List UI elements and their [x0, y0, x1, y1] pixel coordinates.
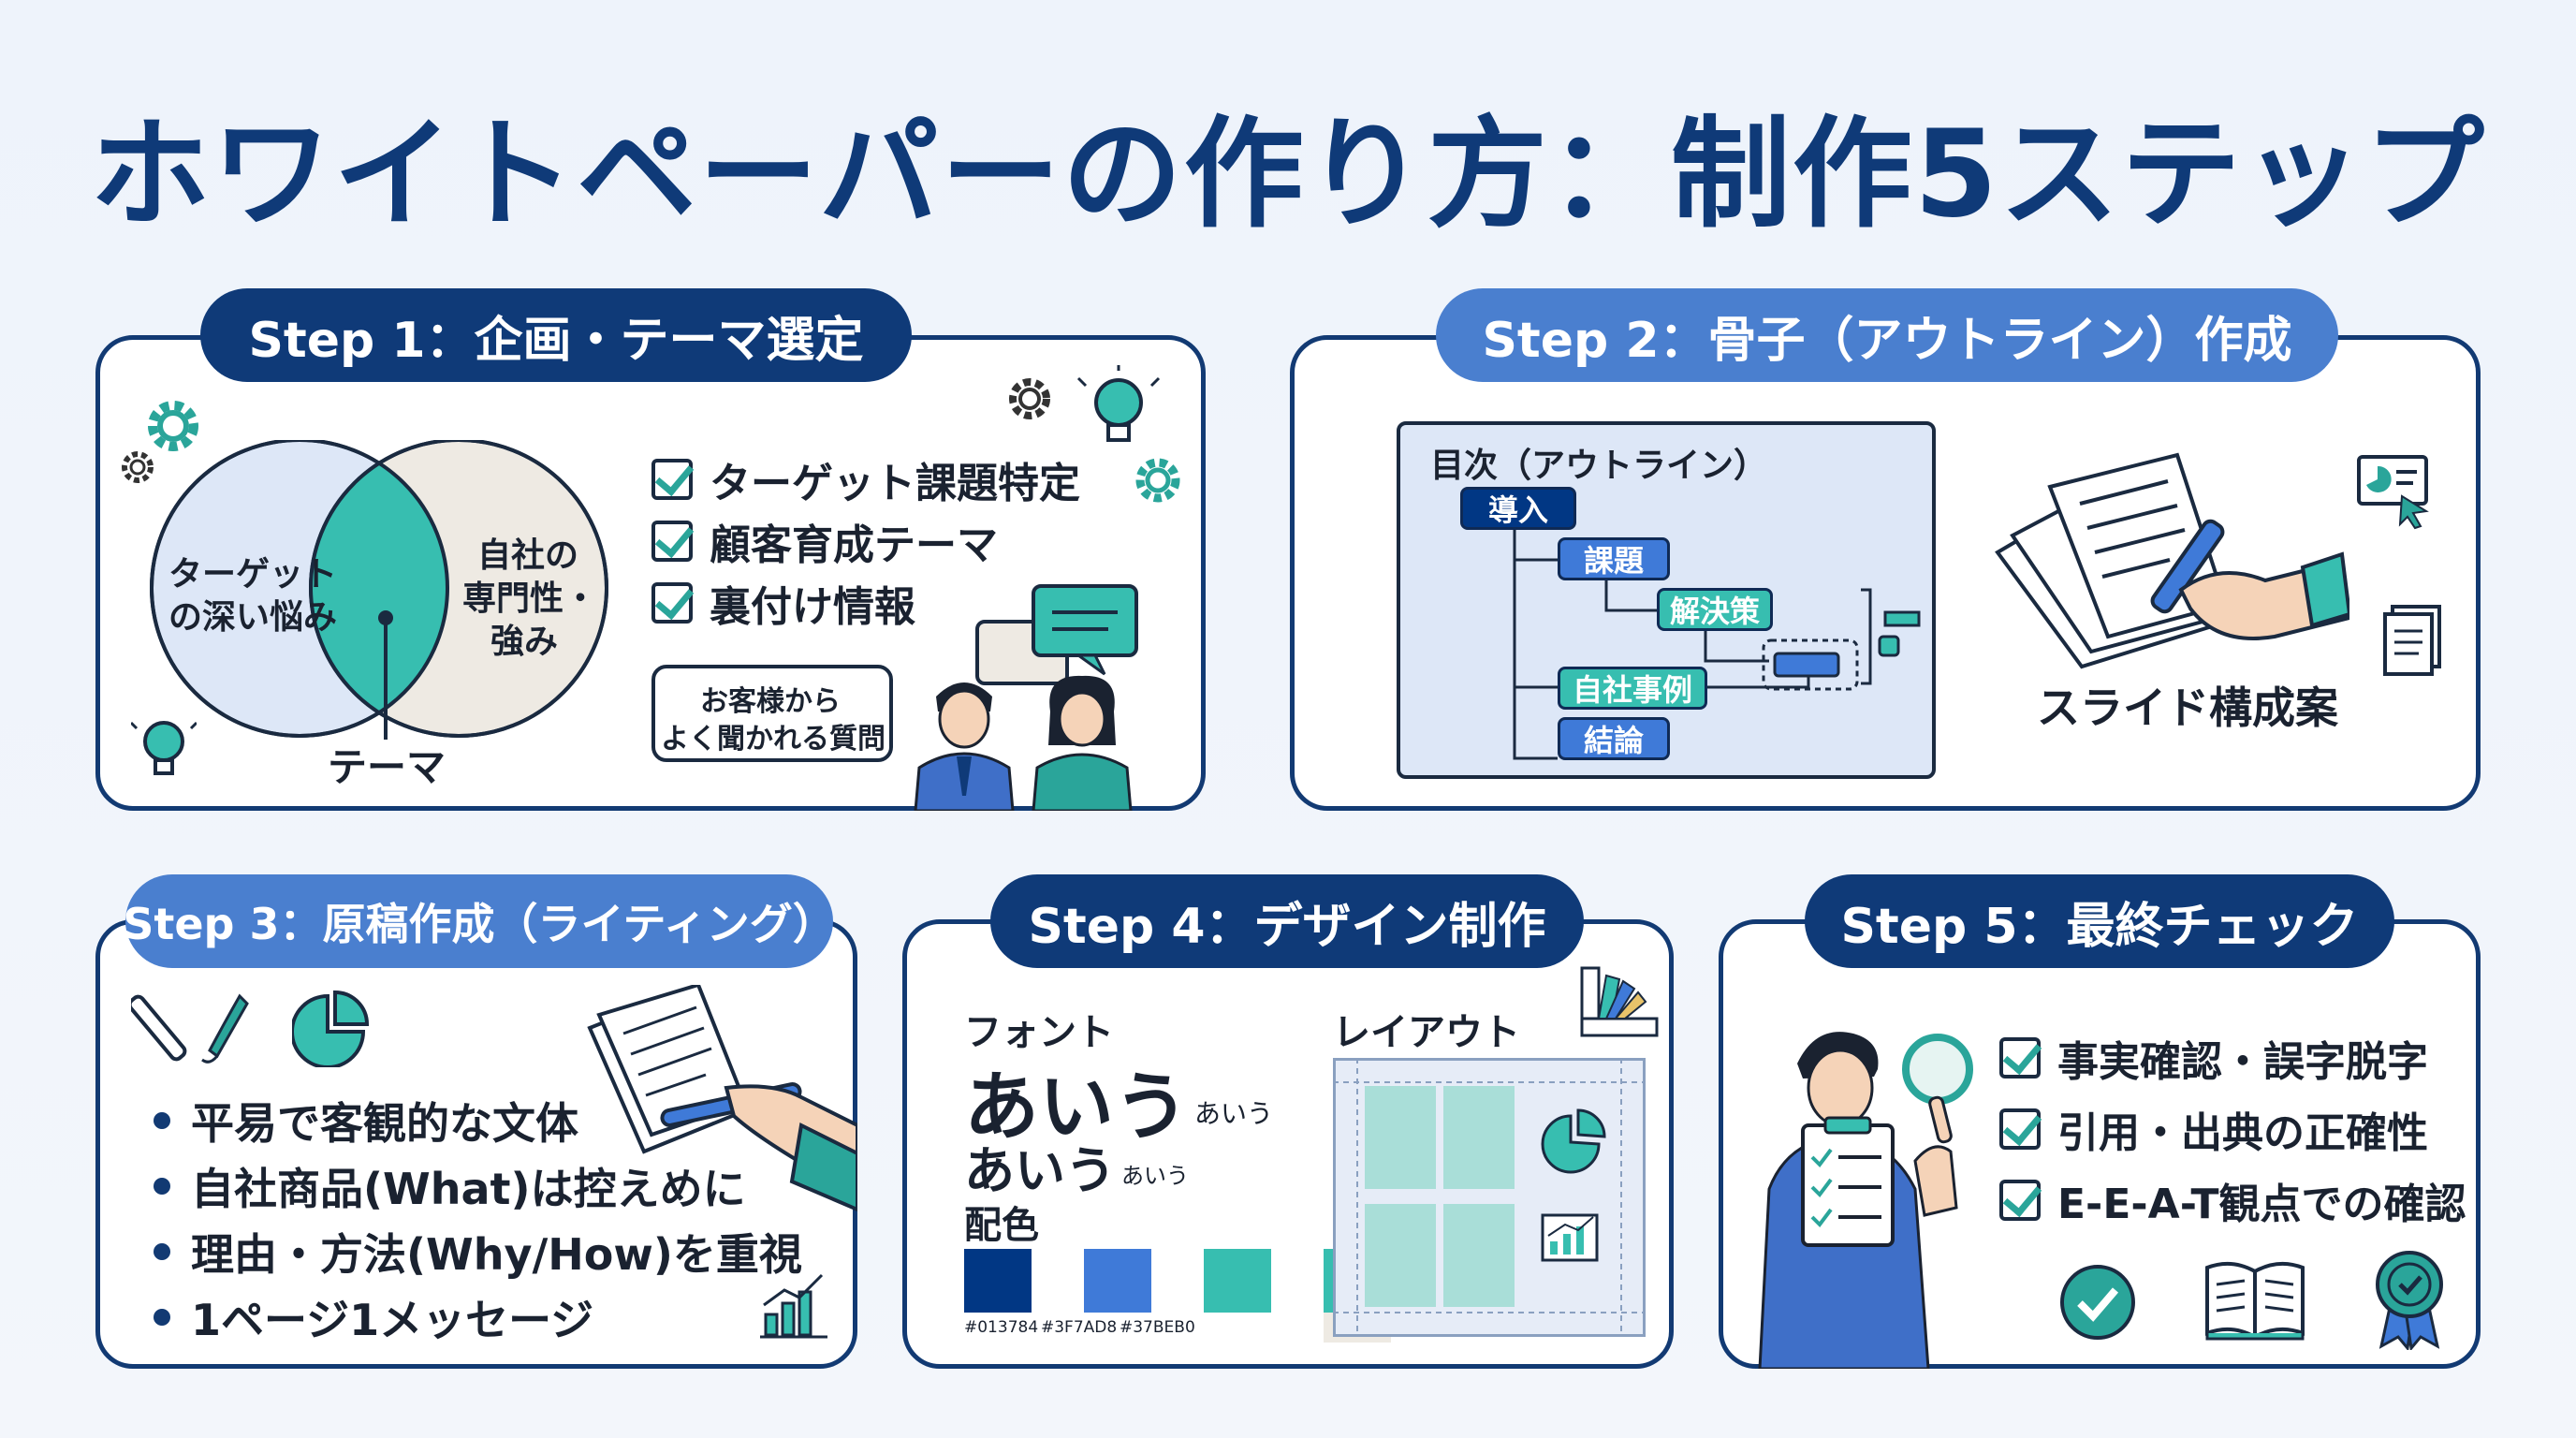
bullet-dot [154, 1112, 170, 1129]
bullet-dot [154, 1243, 170, 1260]
venn-left-line1: ターゲット [168, 555, 338, 594]
inspector-person-icon [1758, 1032, 1973, 1369]
chat-bubble-icon [975, 584, 1138, 685]
documents-pen-icon [1995, 452, 2349, 669]
bar-chart-icon [760, 1273, 827, 1339]
font-sample-medium-small: あいう [1121, 1163, 1189, 1189]
question-bubble [651, 665, 893, 762]
gear-icon [122, 451, 154, 483]
step3-panel [95, 919, 857, 1369]
step3-bullet-2: 自社商品(What)は控えめに [154, 1155, 746, 1217]
venn-left-line2: の深い悩み [168, 598, 338, 637]
slides-label: スライド構成案 [2037, 682, 2338, 733]
connector-icon [1878, 610, 1921, 657]
lightbulb-icon [131, 721, 197, 775]
businesswoman-icon [1032, 675, 1133, 811]
step3-bullet-4: 1ページ1メッセージ [154, 1286, 593, 1348]
swatch-label-teal: #37BEB0 [1120, 1318, 1195, 1337]
pen-icon [131, 993, 249, 1064]
outline-node-issue: 課題 [1558, 537, 1670, 580]
swatch-blue [1084, 1249, 1151, 1313]
gear-icon [148, 401, 198, 451]
step5-check-2: 引用・出典の正確性 [1999, 1099, 2428, 1159]
step3-bullet-1: 平易で客観的な文体 [154, 1090, 578, 1152]
bullet-dot [154, 1178, 170, 1195]
businessman-icon [914, 682, 1015, 811]
checkbox-icon [1999, 1108, 2041, 1150]
outline-node-intro: 導入 [1460, 487, 1576, 530]
writing-hand-icon [587, 985, 857, 1212]
step4-label: Step 4：デザイン制作 [990, 874, 1584, 968]
outline-node-casestudy: 自社事例 [1558, 667, 1707, 710]
step3-bullet-3: 理由・方法(Why/How)を重視 [154, 1221, 802, 1283]
award-badge-icon [2376, 1251, 2443, 1350]
venn-right-line2: 専門性・ [462, 580, 598, 618]
gear-icon [1009, 378, 1050, 419]
step5-check-3: E-E-A-T観点での確認 [1999, 1170, 2466, 1230]
step1-check-3: 裏付け情報 [651, 573, 915, 633]
open-book-icon [2205, 1261, 2305, 1341]
swatch-teal [1204, 1249, 1271, 1313]
step1-label: Step 1：企画・テーマ選定 [200, 288, 912, 382]
font-sample-medium: あいう [964, 1141, 1116, 1200]
checkbox-icon [651, 459, 693, 500]
font-sample-large: あいう [964, 1064, 1189, 1151]
swatch-label-blue: #3F7AD8 [1041, 1318, 1118, 1337]
swatch-navy [964, 1249, 1032, 1313]
step1-check-2: 顧客育成テーマ [651, 511, 998, 571]
venn-right-line3: 強み [490, 623, 559, 661]
presentation-icon [2357, 455, 2429, 530]
venn-center-label: テーマ [328, 744, 446, 790]
bubble-line1: お客様から [700, 685, 841, 718]
step3-label: Step 3：原稿作成（ライティング） [123, 874, 836, 968]
layout-label: レイアウト [1333, 1011, 1520, 1054]
checkbox-icon [1999, 1180, 2041, 1221]
document-icon [2383, 605, 2441, 676]
step2-label: Step 2：骨子（アウトライン）作成 [1436, 288, 2338, 382]
bubble-line2: よく聞かれる質問 [661, 723, 886, 756]
step1-check-1: ターゲット課題特定 [651, 449, 1080, 509]
step5-label: Step 5：最終チェック [1805, 874, 2394, 968]
outline-node-solution: 解決策 [1657, 588, 1773, 631]
check-circle-icon [2060, 1265, 2135, 1340]
color-label: 配色 [964, 1204, 1039, 1247]
checkbox-icon [651, 582, 693, 624]
outline-tree-lines [1513, 528, 1872, 760]
swatch-label-navy: #013784 [964, 1318, 1039, 1337]
outline-node-conclusion: 結論 [1558, 717, 1670, 760]
checkbox-icon [1999, 1037, 2041, 1078]
bullet-dot [154, 1309, 170, 1326]
page-title: ホワイトペーパーの作り方：制作5ステップ [90, 105, 2486, 244]
checkbox-icon [651, 521, 693, 562]
font-sample-large-small: あいう [1194, 1098, 1274, 1129]
venn-diagram [150, 440, 608, 740]
lightbulb-icon [1076, 365, 1161, 442]
pie-chart-icon [292, 990, 370, 1067]
gear-icon [1135, 458, 1180, 503]
outline-title: 目次（アウトライン） [1430, 447, 1768, 485]
color-palette-ruler-icon [1580, 966, 1659, 1037]
step5-check-1: 事実確認・誤字脱字 [1999, 1028, 2428, 1088]
venn-right-line1: 自社の [477, 536, 579, 575]
layout-guides [1333, 1058, 1646, 1337]
font-label: フォント [964, 1011, 1114, 1054]
